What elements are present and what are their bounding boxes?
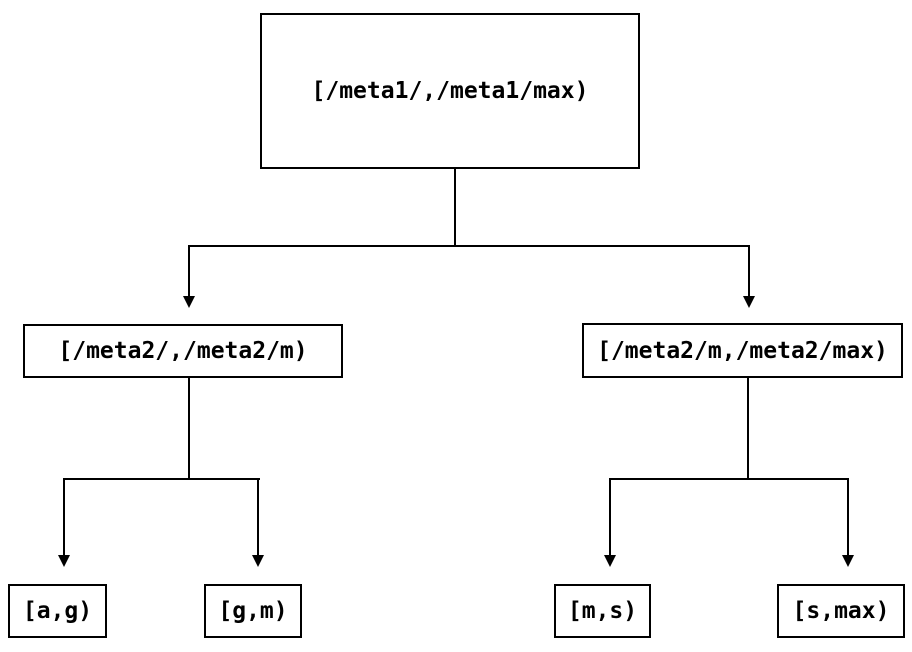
node-leaf-ag-label: [a,g) [22, 598, 93, 624]
node-leaf-smax: [s,max) [777, 584, 905, 638]
arrowhead-down-icon [183, 296, 195, 308]
node-leaf-smax-label: [s,max) [792, 598, 890, 624]
edge-meta2-left-stem [188, 378, 190, 480]
edge-meta2-left-to-gm-drop [257, 478, 259, 556]
node-root-label: [/meta1/,/meta1/max) [311, 78, 589, 104]
arrowhead-down-icon [604, 555, 616, 567]
edge-meta2-left-to-ag-drop [63, 478, 65, 556]
node-meta2-right-label: [/meta2/m,/meta2/max) [597, 337, 888, 364]
arrowhead-down-icon [743, 296, 755, 308]
edge-root-stem [454, 169, 456, 247]
arrowhead-down-icon [842, 555, 854, 567]
edge-root-to-meta2-right-drop [748, 245, 750, 297]
arrowhead-down-icon [252, 555, 264, 567]
node-root: [/meta1/,/meta1/max) [260, 13, 640, 169]
node-leaf-gm-label: [g,m) [218, 598, 288, 624]
node-meta2-left-label: [/meta2/,/meta2/m) [58, 338, 308, 364]
node-leaf-ms: [m,s) [554, 584, 651, 638]
node-leaf-ag: [a,g) [8, 584, 107, 638]
node-meta2-left: [/meta2/,/meta2/m) [23, 324, 343, 378]
edge-meta2-left-crossbar [64, 478, 260, 480]
node-meta2-right: [/meta2/m,/meta2/max) [582, 323, 903, 378]
edge-root-to-meta2-left-drop [188, 245, 190, 297]
edge-meta2-right-stem [747, 378, 749, 480]
edge-meta2-right-to-ms-drop [609, 478, 611, 556]
edge-root-crossbar [189, 245, 750, 247]
node-leaf-ms-label: [m,s) [567, 598, 638, 624]
edge-meta2-right-to-smax-drop [847, 478, 849, 556]
edge-meta2-right-crossbar [610, 478, 849, 480]
node-leaf-gm: [g,m) [204, 584, 302, 638]
arrowhead-down-icon [58, 555, 70, 567]
